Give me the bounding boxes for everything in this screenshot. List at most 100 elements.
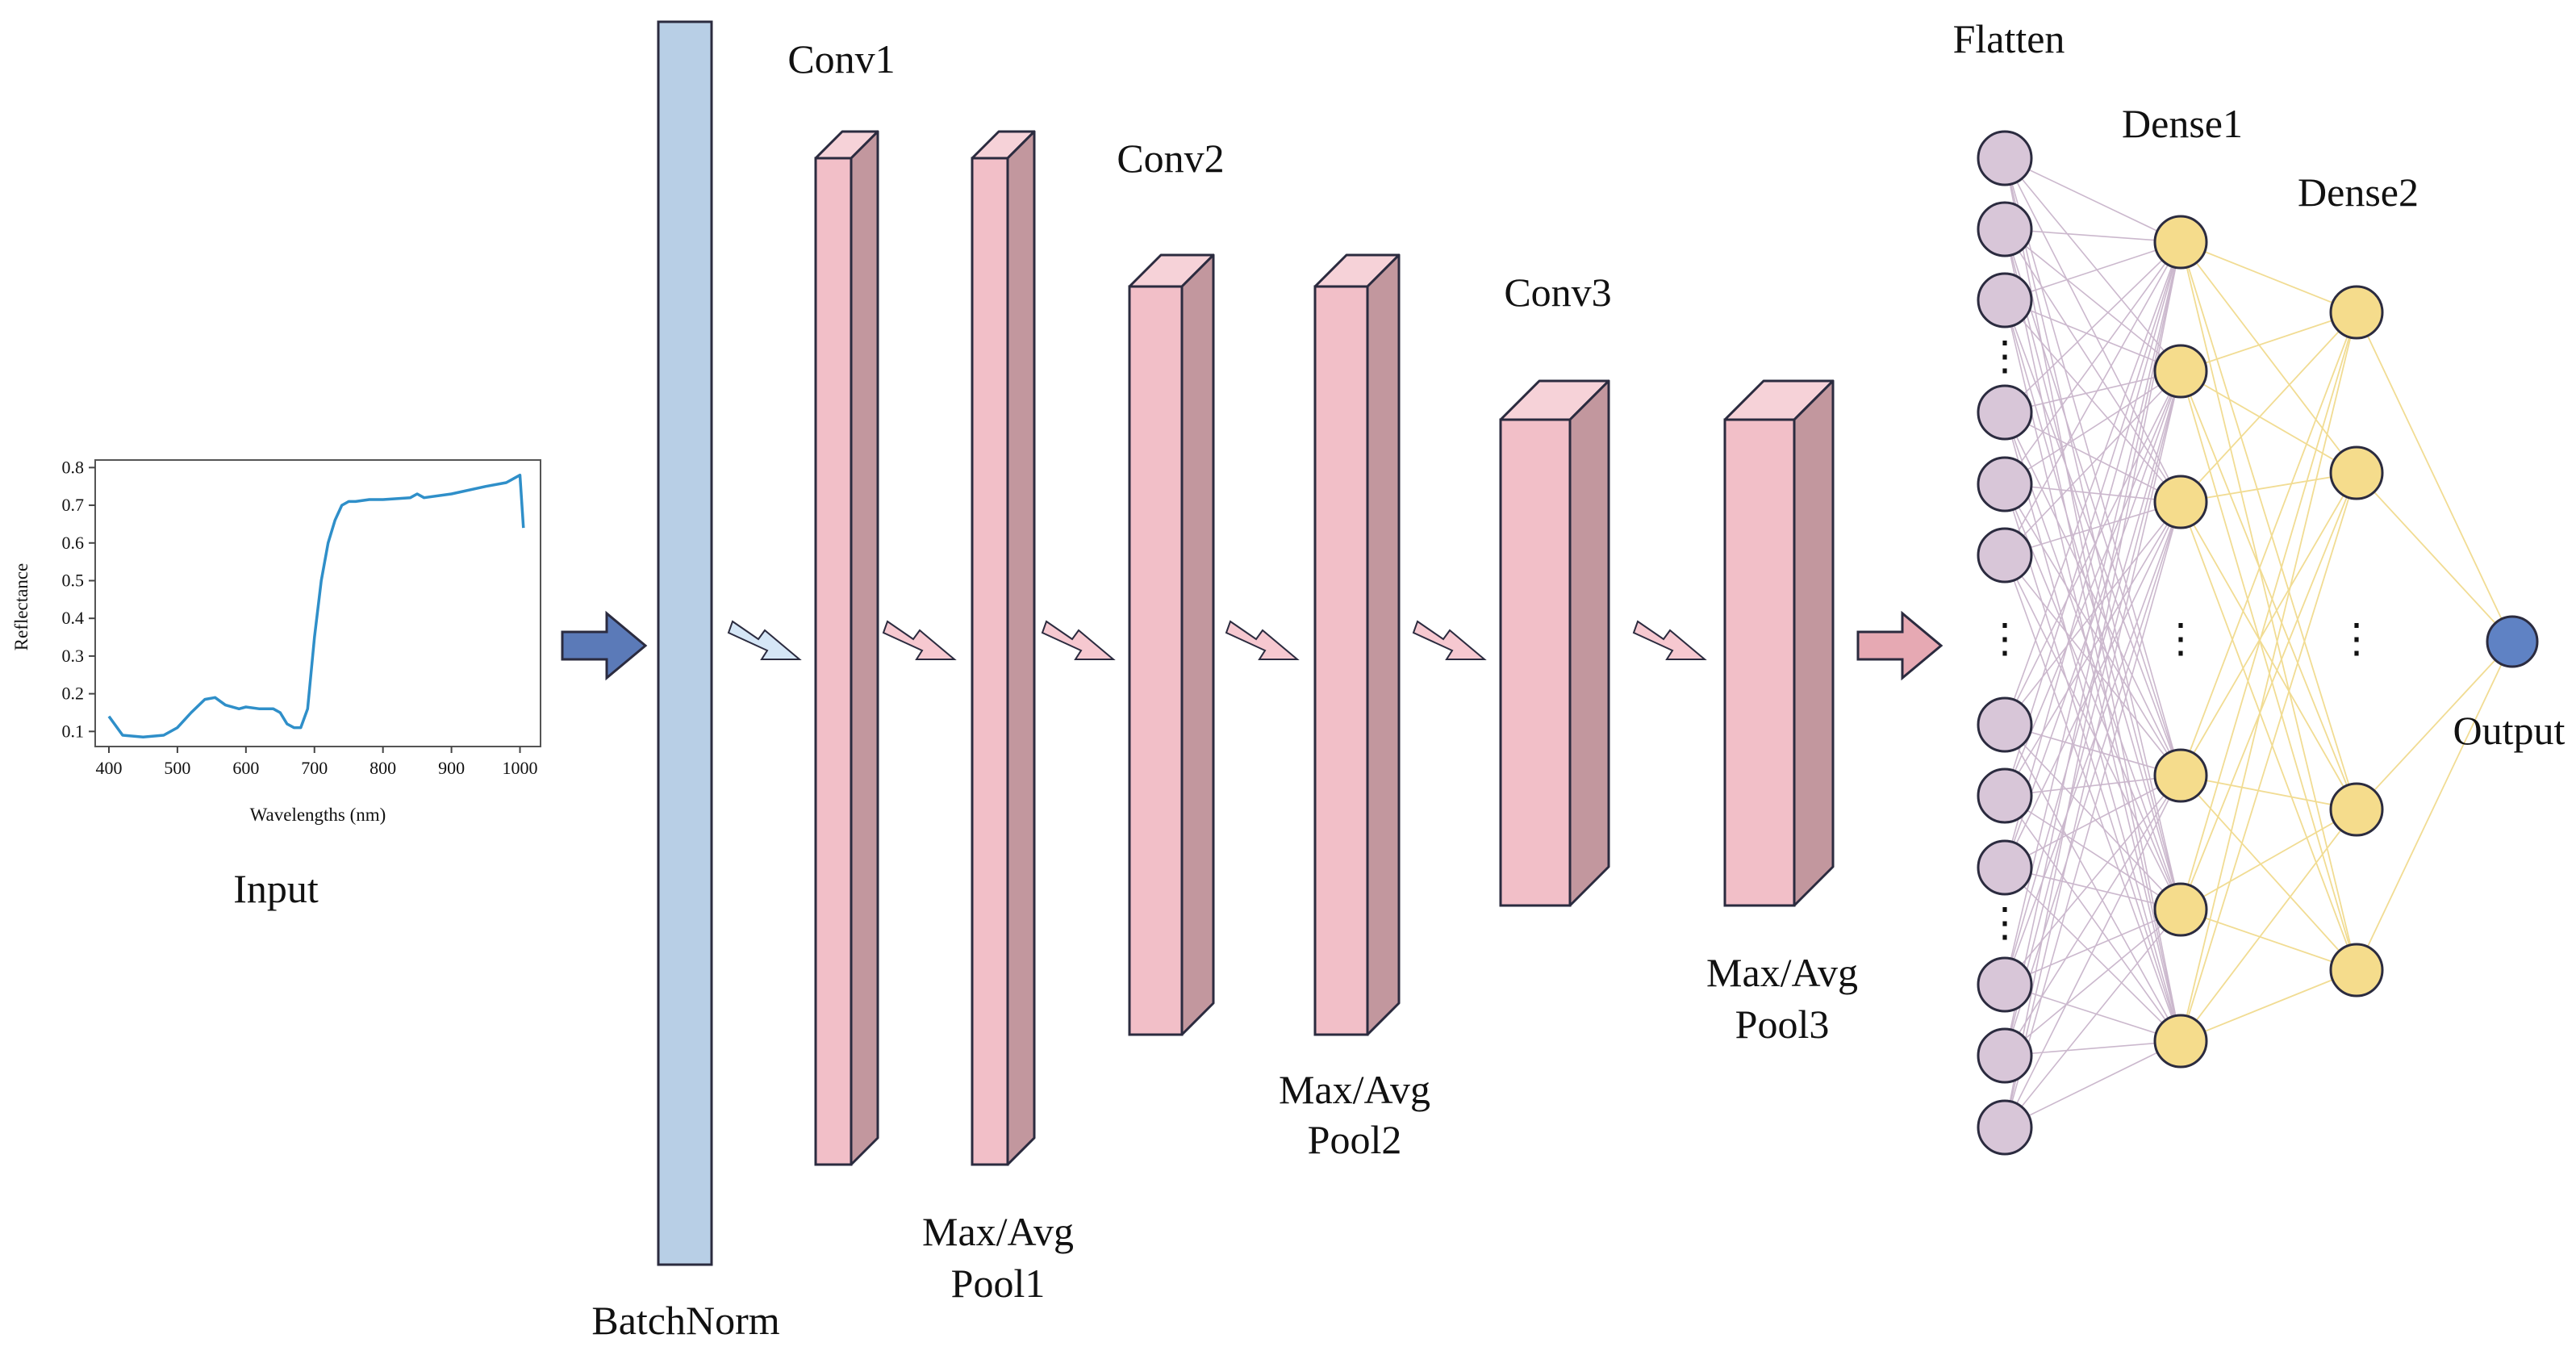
dense1-node [2153,882,2208,937]
dense1-node [2153,475,2208,529]
dense2-label: Dense2 [2298,169,2419,215]
conv1-label: Conv1 [787,36,895,82]
flatten-dense1-link [2004,370,2181,797]
flatten-dense1-link [2004,412,2181,910]
x-tick-label: 800 [369,758,396,778]
flatten-dense1-link [2004,370,2181,868]
flatten-dense1-link [2004,299,2181,503]
y-tick-label: 0.4 [62,608,85,628]
dense1-node [2153,215,2208,270]
dense1-dense2-link [2180,370,2357,474]
flatten-dense1-link [2004,241,2181,301]
flatten-dense1-link [2004,299,2181,1042]
dense1-dense2-link [2180,472,2357,503]
flatten-dense1-link [2004,241,2181,413]
flatten-node [1977,456,2033,512]
flatten-dense1-link [2004,228,2181,243]
arrow-conv3-to-pool3 [1632,620,1707,660]
fully-connected-nodes [1977,130,2539,1156]
flatten-dense1-link [2004,909,2181,1128]
flatten-dense1-link [2004,157,2181,1042]
flatten-dense1-link [2004,241,2181,985]
flatten-dense1-link [2004,157,2181,372]
y-tick-label: 0.7 [62,495,85,515]
flatten-node [1977,1027,2033,1084]
pool1-label-line2: Pool1 [951,1261,1046,1306]
flatten-dense1-link [2004,775,2181,868]
flatten-dense1-link [2004,370,2181,726]
flatten-ellipsis-bottom: ⋮ [1985,900,2025,945]
flatten-dense1-link [2004,554,2181,776]
flatten-dense1-link [2004,228,2181,1042]
dense1-dense2-link [2180,241,2357,810]
flatten-dense1-link [2004,724,2181,1042]
flatten-dense1-link [2004,795,2181,910]
flatten-dense1-link [2004,299,2181,776]
flatten-node [1977,956,2033,1013]
flatten-dense1-link [2004,867,2181,910]
block-side-face [1568,379,1610,907]
y-tick-label: 0.3 [62,646,85,666]
dense1-dense2-link [2180,969,2357,1042]
flatten-dense1-link [2004,795,2181,1042]
dense1-dense2-link [2180,909,2357,971]
flatten-node [1977,768,2033,824]
flatten-dense1-link [2004,157,2181,503]
arrow-conv1-to-pool1 [882,620,957,660]
dense2-output-link [2356,641,2513,971]
spectrum-line [107,473,525,739]
dense1-dense2-link [2180,809,2357,1042]
x-tick-label: 900 [438,758,465,778]
flatten-dense1-link [2004,299,2181,372]
conv3-label: Conv3 [1504,270,1611,315]
pool3-to-flatten-arrow [1856,610,1943,681]
dense1-dense2-link [2180,370,2357,810]
flatten-dense1-link [2004,412,2181,776]
output-node [2486,615,2539,668]
x-tick-label: 700 [301,758,328,778]
dense1-dense2-link [2180,241,2357,971]
flatten-dense1-link [2004,241,2181,1056]
pool3-label-line2: Pool3 [1735,1002,1830,1047]
flatten-node [1977,839,2033,896]
arrow-conv2-to-pool2 [1225,620,1300,660]
dense1-dense2-link [2180,312,2357,372]
flatten-dense1-link [2004,157,2181,243]
flatten-dense1-link [2004,501,2181,1056]
flatten-dense1-link [2004,228,2181,910]
dense2-node [2329,285,2384,340]
x-tick-label: 600 [232,758,259,778]
block-front-face [814,157,853,1166]
dense2-output-link [2356,312,2513,642]
flatten-dense1-link [2004,370,2181,1056]
block-front-face [1128,285,1184,1036]
flatten-dense1-link [2004,867,2181,1042]
flatten-dense1-link [2004,724,2181,910]
plot-x-axis-label: Wavelengths (nm) [250,805,386,825]
dense1-dense2-link [2180,809,2357,910]
dense1-label: Dense1 [2122,101,2243,146]
x-tick-label: 400 [95,758,122,778]
y-tick-label: 0.8 [62,457,85,477]
flatten-dense1-link [2004,909,2181,1056]
dense1-node [2153,748,2208,803]
arrow-pool1-to-conv2 [1041,620,1116,660]
flatten-node [1977,201,2033,257]
conv2-block [1128,253,1215,1036]
flatten-dense1-link [2004,775,2181,1128]
dense1-dense2-link [2180,472,2357,776]
pool1-label-line1: Max/Avg [922,1209,1074,1254]
ellipsis-markers: ⋮ ⋮ ⋮ ⋮ ⋮ [1985,333,2377,945]
block-front-face [971,157,1009,1166]
x-tick-label: 1000 [503,758,538,778]
flatten-ellipsis-top: ⋮ [1985,333,2025,379]
input-label: Input [233,866,319,911]
flatten-dense1-link [2004,909,2181,985]
arrow-pool2-to-conv3 [1412,620,1487,660]
flatten-dense1-link [2004,241,2181,485]
conv1-block [814,130,879,1166]
arrow-batchnorm-to-conv1 [727,620,802,660]
